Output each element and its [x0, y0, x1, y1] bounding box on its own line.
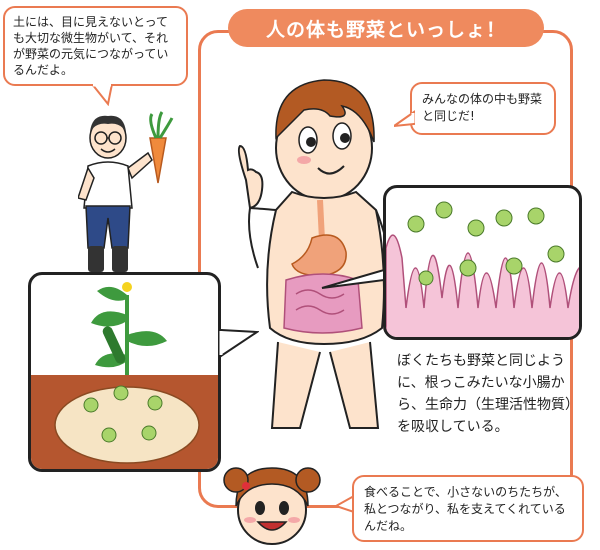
farmer-speech-text: 土には、目に見えないとっても大切な微生物がいて、それが野菜の元気につながっている… — [13, 15, 169, 77]
boy-figure — [237, 79, 394, 429]
girl-figure — [223, 467, 321, 545]
boy-bubble-tail — [394, 110, 415, 128]
farmer-figure — [78, 111, 174, 272]
plant-soil-panel — [28, 272, 221, 472]
intestine-icon — [283, 273, 363, 334]
cucumber-plant-icon — [31, 282, 218, 469]
boy-speech-text: みんなの体の中も野菜と同じだ! — [422, 92, 543, 123]
villi-zoom-pointer — [321, 268, 385, 289]
farmer-speech-bubble: 土には、目に見えないとっても大切な微生物がいて、それが野菜の元気につながっている… — [3, 6, 188, 86]
plant-panel-pointer — [219, 328, 259, 358]
villi-panel — [383, 185, 582, 340]
girl-speech-text: 食べることで、小さないのちたちが、私とつながり、私を支えてくれているんだね。 — [364, 485, 567, 533]
explanation-text: ぼくたちも野菜と同じように、根っこみたいな小腸から、生命力（生理活性物質）を吸収… — [397, 353, 579, 435]
microbe-icon — [83, 385, 163, 443]
boy-speech-bubble: みんなの体の中も野菜と同じだ! — [410, 82, 556, 135]
page-title: 人の体も野菜といっしょ！ — [228, 9, 544, 47]
intestine-villi-icon — [386, 201, 579, 337]
girl-speech-bubble: 食べることで、小さないのちたちが、私とつながり、私を支えてくれているんだね。 — [352, 475, 584, 542]
farmer-bubble-tail — [90, 84, 114, 106]
